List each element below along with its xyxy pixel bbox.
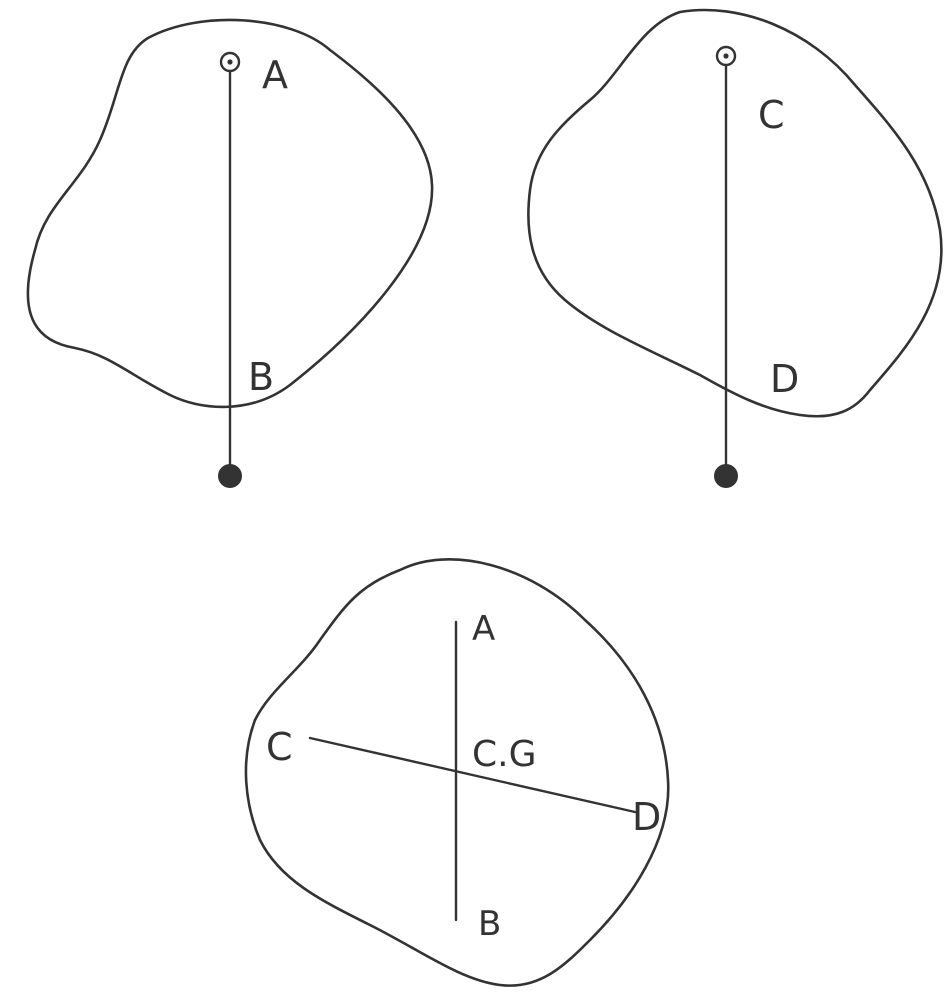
label-c-combined: C [266, 725, 293, 769]
pivot-c-inner [723, 53, 729, 59]
pivot-a-inner [227, 59, 233, 65]
label-d-combined: D [632, 795, 661, 839]
label-b: B [248, 355, 274, 399]
label-c: C [758, 93, 785, 137]
label-a: A [262, 53, 288, 97]
object-outline-3 [244, 558, 670, 987]
label-d: D [770, 357, 799, 401]
label-center-of-gravity: C.G [472, 734, 536, 775]
panel-suspended-from-c: C D [527, 8, 943, 488]
label-b-combined: B [478, 904, 501, 944]
panel-combined: A B C D C.G [244, 558, 670, 987]
plumb-bob-2 [714, 464, 738, 488]
object-outline-1 [26, 18, 434, 409]
plumb-bob-1 [218, 464, 242, 488]
line-cd [308, 736, 637, 814]
panel-suspended-from-a: A B [26, 18, 434, 488]
label-a-combined: A [472, 609, 495, 649]
object-outline-2 [527, 8, 943, 418]
